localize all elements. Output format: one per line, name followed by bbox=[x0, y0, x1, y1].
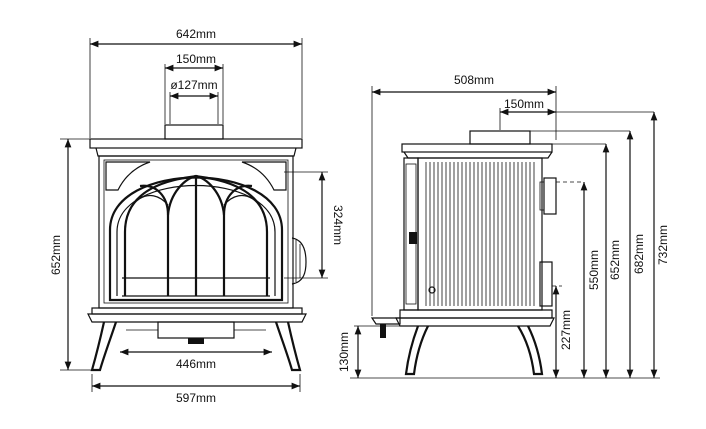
side-total-height-label: 732mm bbox=[656, 225, 670, 265]
side-body bbox=[417, 157, 543, 311]
front-leg-left bbox=[90, 321, 118, 372]
side-body-height-label: 652mm bbox=[608, 240, 622, 280]
front-base-plinth bbox=[91, 307, 303, 315]
side-dim-inlet-height: 550mm bbox=[580, 182, 601, 378]
front-base-width-label: 597mm bbox=[176, 391, 216, 405]
front-view: 642mm 150mm ø127mm 652mm 324 bbox=[49, 27, 345, 405]
front-dim-flue-width: 150mm bbox=[164, 52, 224, 124]
side-dim-flue-offset: 150mm bbox=[499, 97, 556, 130]
front-door-handle bbox=[291, 237, 307, 285]
side-flue-top-height-label: 682mm bbox=[632, 234, 646, 274]
side-dim-body-height: 652mm bbox=[602, 144, 622, 378]
front-leg-right bbox=[274, 321, 302, 372]
side-inlet-height-label: 550mm bbox=[587, 250, 601, 290]
side-dim-base-height: 130mm bbox=[337, 326, 362, 378]
front-ashpan bbox=[157, 321, 235, 339]
side-base-height-label: 130mm bbox=[337, 332, 351, 372]
side-top-plate bbox=[401, 143, 553, 153]
front-height-label: 652mm bbox=[49, 235, 63, 275]
front-window-tracery bbox=[122, 174, 270, 297]
side-leg-rear bbox=[517, 325, 544, 376]
side-rear-inlet bbox=[539, 261, 553, 307]
side-view: 508mm 150mm 130mm 227mm 550mm bbox=[337, 73, 670, 379]
front-leg-span-label: 446mm bbox=[176, 357, 216, 371]
front-overall-width-label: 642mm bbox=[176, 27, 216, 41]
side-rear-outlet bbox=[543, 177, 557, 215]
front-window-height-label: 324mm bbox=[331, 205, 345, 245]
front-dim-height: 652mm bbox=[49, 138, 92, 371]
side-ash-tray bbox=[370, 317, 401, 325]
front-flue-width-label: 150mm bbox=[176, 52, 216, 66]
side-flue-collar bbox=[469, 130, 531, 145]
front-dim-flue-diameter: ø127mm bbox=[169, 78, 219, 124]
side-depth-label: 508mm bbox=[454, 73, 494, 87]
front-corner-ornament-left bbox=[105, 161, 151, 191]
side-dim-total-height: 732mm bbox=[650, 112, 670, 378]
front-top-plate bbox=[89, 138, 303, 149]
front-flue-diameter-label: ø127mm bbox=[170, 78, 217, 92]
front-dim-base-width: 597mm bbox=[91, 374, 301, 405]
side-dim-flue-top-height: 682mm bbox=[626, 131, 646, 378]
front-dim-window-height: 324mm bbox=[284, 171, 345, 279]
front-dim-overall-width: 642mm bbox=[89, 27, 303, 138]
side-dim-outlet-height: 227mm bbox=[552, 286, 573, 378]
side-dim-depth: 508mm bbox=[371, 73, 557, 316]
side-outlet-height-label: 227mm bbox=[559, 310, 573, 350]
side-ribs bbox=[425, 162, 535, 306]
side-leg-front bbox=[404, 325, 429, 376]
front-corner-ornament-right bbox=[241, 161, 287, 191]
front-dim-leg-span: 446mm bbox=[120, 348, 272, 371]
side-flue-offset-label: 150mm bbox=[504, 97, 544, 111]
front-flue-collar bbox=[164, 124, 224, 140]
side-base-plinth bbox=[399, 309, 553, 319]
